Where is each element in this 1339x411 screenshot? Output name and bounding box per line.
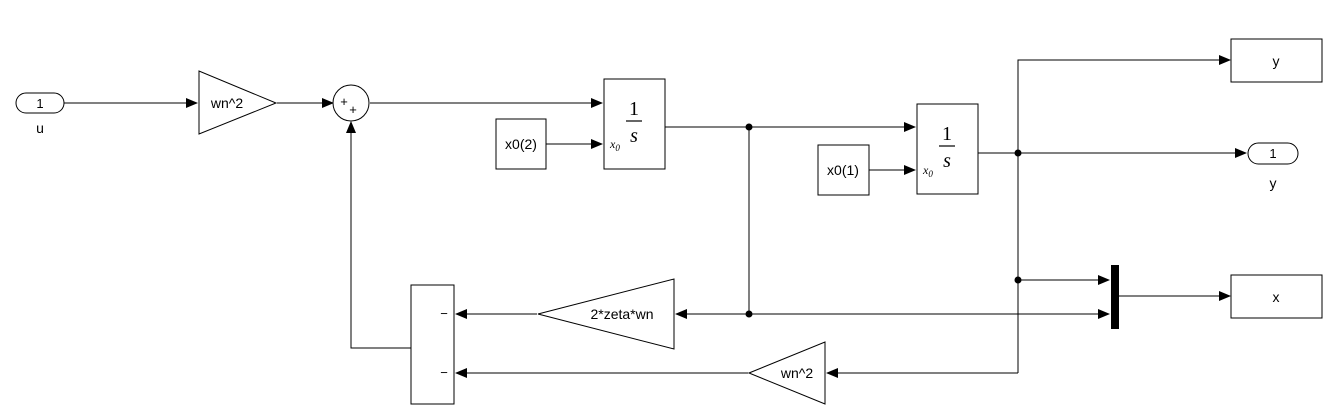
integrator-2[interactable]: 1 s x0 <box>916 103 979 195</box>
sum-top[interactable]: + + <box>332 84 370 122</box>
constant-shape[interactable] <box>495 118 547 170</box>
mux-bar[interactable] <box>1111 265 1119 329</box>
outport-shape[interactable] <box>1247 142 1299 165</box>
goto-label: x <box>1273 289 1280 305</box>
constant-shape[interactable] <box>817 144 870 196</box>
signal-lines <box>64 55 1247 378</box>
gain-wn2-bottom[interactable]: wn^2 <box>747 341 826 405</box>
integrator-shape[interactable] <box>603 78 666 170</box>
outport-number: 1 <box>1269 146 1276 161</box>
integrator-ic-port: x0 <box>609 137 620 153</box>
sum-shape[interactable] <box>410 284 455 405</box>
gain-shape[interactable] <box>537 278 675 350</box>
gain-label: wn^2 <box>210 95 243 111</box>
integrator-shape[interactable] <box>916 103 979 195</box>
mux[interactable] <box>1111 265 1119 329</box>
branch-point <box>745 310 753 318</box>
signal-feedback-to-sum <box>346 121 411 349</box>
sum-left[interactable]: − − <box>410 284 455 405</box>
constant-label: x0(2) <box>505 136 537 152</box>
gain-wn2-top[interactable]: wn^2 <box>198 70 278 135</box>
constant-label: x0(1) <box>827 162 859 178</box>
signal-to-goto-y <box>1017 55 1231 153</box>
outport-y[interactable]: 1 y <box>1247 142 1299 191</box>
branch-point <box>1014 276 1022 284</box>
sum-shape[interactable] <box>332 84 370 122</box>
gain-shape[interactable] <box>747 341 826 405</box>
inport-shape[interactable] <box>15 92 65 114</box>
sum-sign-left: + <box>340 94 348 109</box>
gain-label: 2*zeta*wn <box>590 306 653 322</box>
integrator-numerator: 1 <box>942 123 952 145</box>
integrator-1[interactable]: 1 s x0 <box>603 78 666 170</box>
goto-y[interactable]: y <box>1230 38 1323 83</box>
branch-point <box>1014 149 1022 157</box>
outport-name: y <box>1270 175 1277 191</box>
goto-label: y <box>1273 53 1280 69</box>
inport-number: 1 <box>36 96 43 111</box>
sum-sign-top: − <box>440 306 448 321</box>
goto-shape[interactable] <box>1230 274 1323 319</box>
integrator-numerator: 1 <box>629 98 639 120</box>
sum-sign-bottom: + <box>349 102 357 117</box>
constant-x01[interactable]: x0(1) <box>817 144 870 196</box>
branch-point <box>745 123 753 131</box>
goto-shape[interactable] <box>1230 38 1323 83</box>
gain-shape[interactable] <box>198 70 278 135</box>
gain-label: wn^2 <box>780 365 813 381</box>
constant-x02[interactable]: x0(2) <box>495 118 547 170</box>
gain-2zetawn[interactable]: 2*zeta*wn <box>537 278 675 350</box>
branch-points <box>745 123 1022 318</box>
inport-name: u <box>36 120 44 136</box>
integrator-ic-port: x0 <box>922 163 933 179</box>
integrator-denominator: s <box>630 125 638 147</box>
inport-u[interactable]: 1 u <box>15 92 65 136</box>
integrator-denominator: s <box>943 150 951 172</box>
sum-sign-bottom: − <box>440 365 448 380</box>
goto-x[interactable]: x <box>1230 274 1323 319</box>
